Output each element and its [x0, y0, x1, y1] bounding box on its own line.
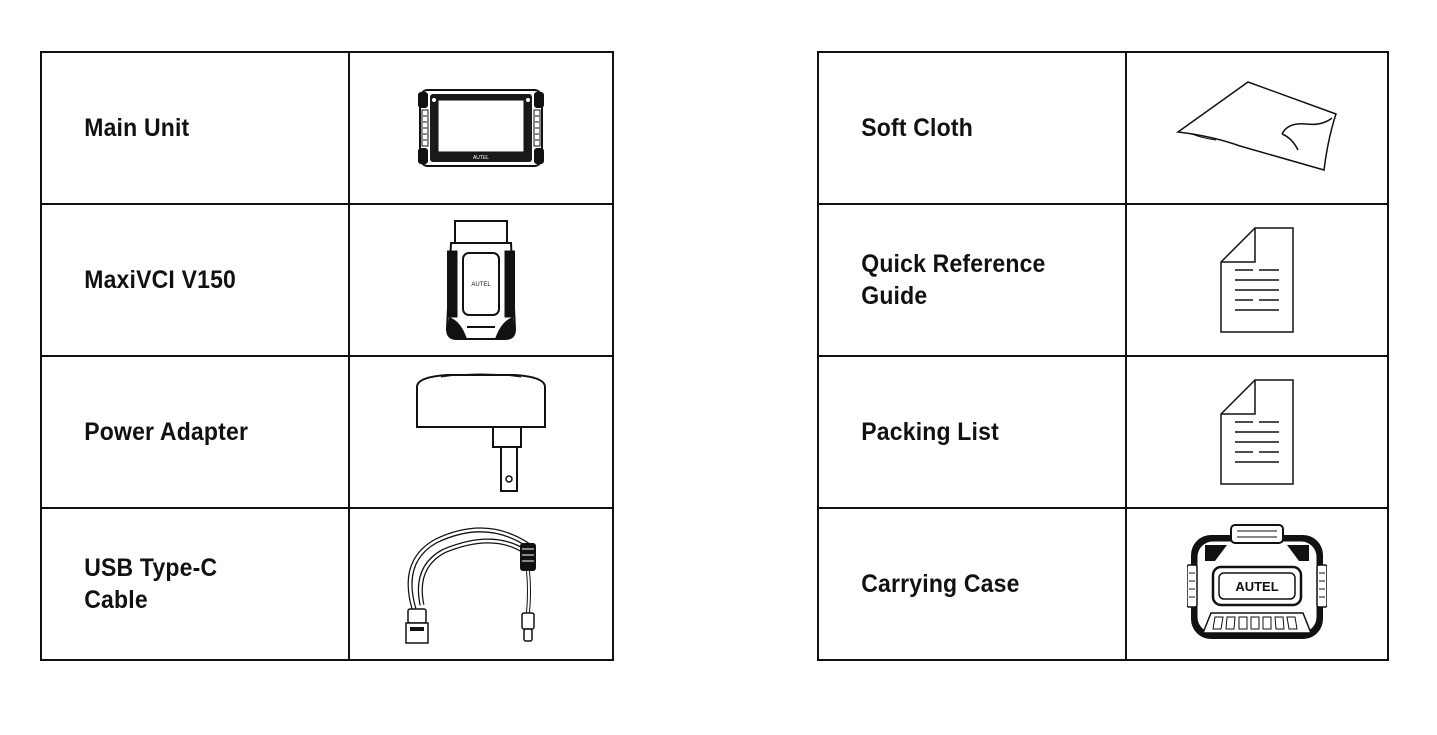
item-image-cell: AUTEL — [348, 51, 614, 205]
svg-text:AUTEL: AUTEL — [473, 155, 489, 161]
item-image-cell — [1125, 51, 1389, 205]
document-icon — [1220, 379, 1294, 485]
table-row: Carrying Case — [817, 507, 1389, 661]
packing-list-table-left: Main Unit — [40, 51, 614, 661]
item-image-cell — [348, 355, 614, 509]
table-row: Soft Cloth — [817, 51, 1389, 205]
vci-connector-icon: AUTEL — [445, 220, 517, 340]
item-name-cell: MaxiVCI V150 — [40, 203, 326, 357]
table-row: Packing List — [817, 355, 1389, 509]
table-row: Quick Reference Guide — [817, 203, 1389, 357]
usb-cable-icon — [405, 527, 536, 644]
svg-text:AUTEL: AUTEL — [1235, 579, 1278, 594]
table-row: Power Adapter — [40, 355, 614, 509]
item-name-cell: USB Type-C Cable — [40, 507, 326, 661]
item-image-cell — [1125, 203, 1389, 357]
item-name-cell: Power Adapter — [40, 355, 326, 509]
item-name-cell: Packing List — [817, 355, 1103, 509]
item-name: MaxiVCI V150 — [84, 266, 237, 294]
item-name: Quick Reference Guide — [861, 250, 1046, 310]
svg-text:AUTEL: AUTEL — [471, 282, 491, 288]
item-name-cell: Main Unit — [40, 51, 326, 205]
table-row: Main Unit — [40, 51, 614, 205]
table-row: MaxiVCI V150 AUTEL — [40, 203, 614, 357]
table-row: USB Type-C Cable — [40, 507, 614, 661]
power-adapter-icon — [416, 373, 546, 492]
packing-list-table-right: Soft Cloth Quick Reference Guide — [817, 51, 1389, 661]
document-icon — [1220, 227, 1294, 333]
item-name-cell: Carrying Case — [817, 507, 1103, 661]
item-image-cell — [348, 507, 614, 661]
item-name: Packing List — [861, 418, 999, 446]
item-image-cell: AUTEL — [1125, 507, 1389, 661]
tablet-main-unit-icon: AUTEL — [418, 89, 544, 167]
item-name-cell: Soft Cloth — [817, 51, 1103, 205]
item-image-cell: AUTEL — [348, 203, 614, 357]
item-image-cell — [1125, 355, 1389, 509]
item-name: Main Unit — [84, 114, 190, 142]
carrying-case-icon: AUTEL — [1187, 524, 1327, 639]
item-name: Soft Cloth — [861, 114, 973, 142]
soft-cloth-icon — [1175, 81, 1337, 171]
item-name: USB Type-C Cable — [84, 554, 218, 614]
item-name: Power Adapter — [84, 418, 249, 446]
item-name-cell: Quick Reference Guide — [817, 203, 1103, 357]
item-name: Carrying Case — [861, 570, 1020, 598]
